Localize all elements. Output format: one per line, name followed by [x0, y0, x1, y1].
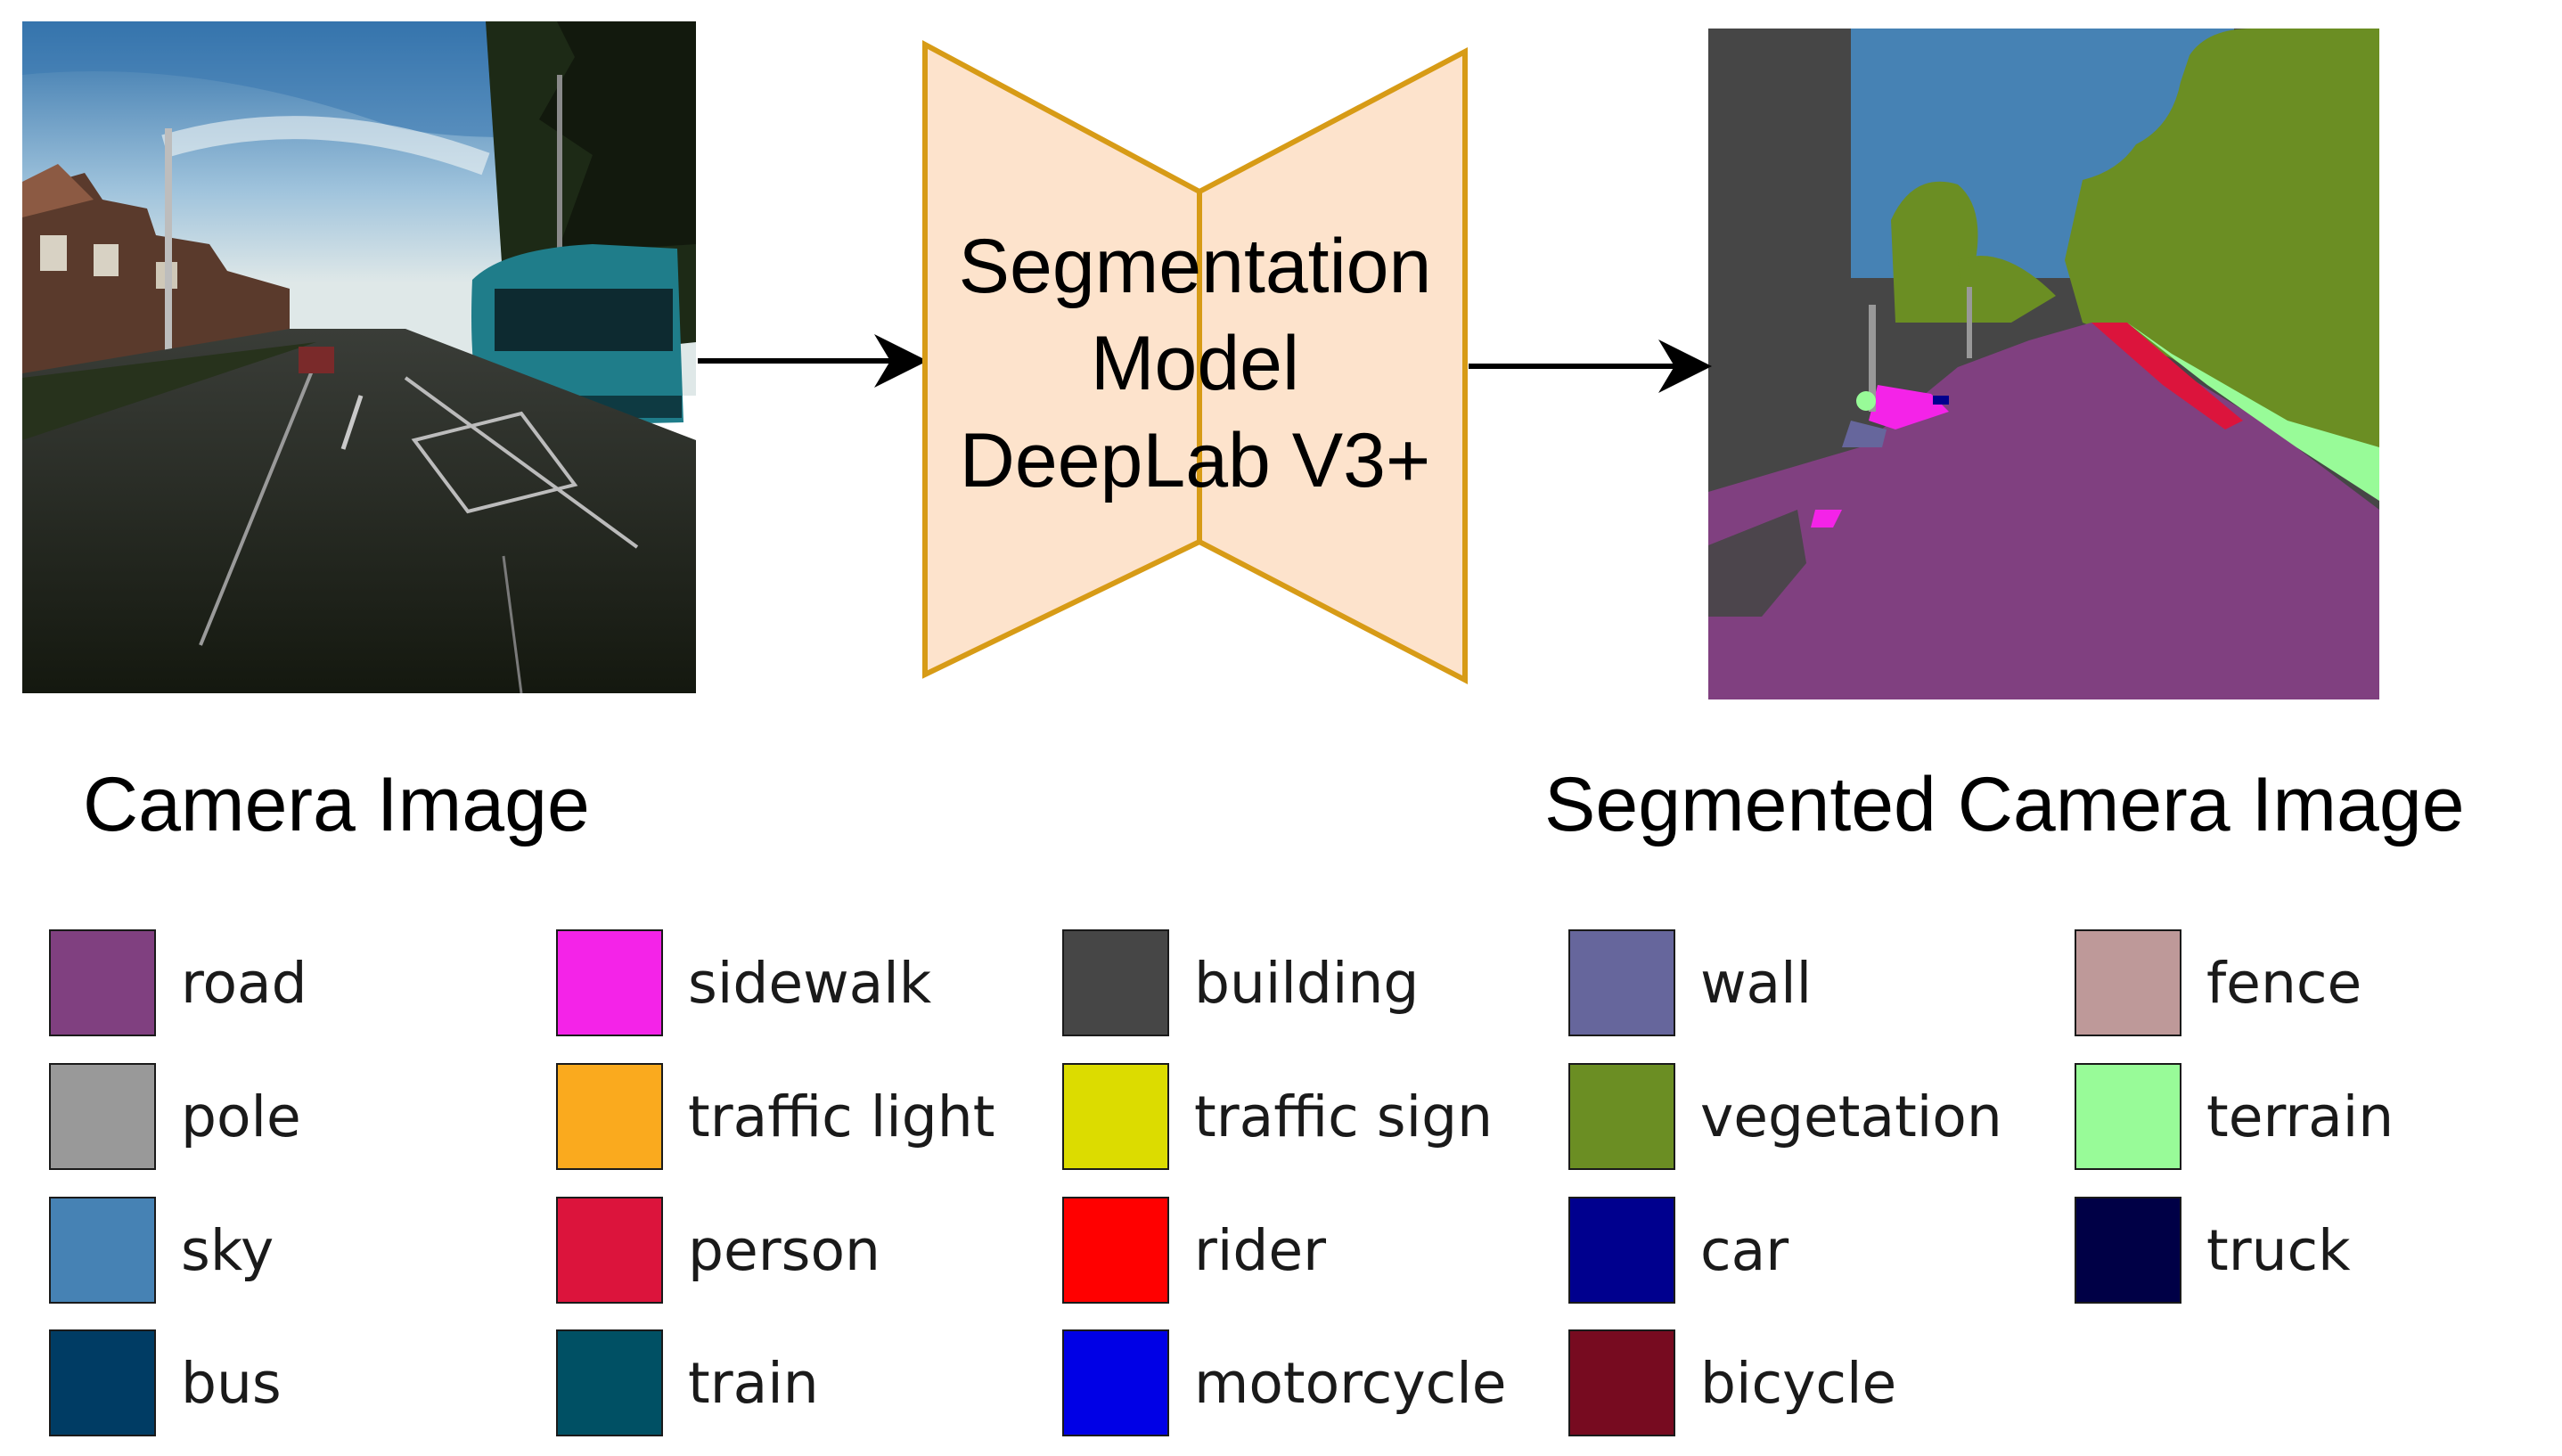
- segmented-scene: [1708, 29, 2379, 699]
- legend-item: bus: [49, 1329, 282, 1437]
- legend-label: bicycle: [1700, 1350, 1897, 1416]
- legend-swatch: [2075, 1063, 2181, 1170]
- legend-item: wall: [1568, 928, 1812, 1037]
- segmented-image: [1708, 29, 2379, 699]
- legend-item: sidewalk: [556, 928, 931, 1037]
- legend-swatch: [1062, 929, 1169, 1036]
- legend-label: pole: [181, 1084, 301, 1149]
- legend-label: train: [688, 1350, 819, 1416]
- segmented-image-caption: Segmented Camera Image: [1544, 762, 2465, 847]
- legend-swatch: [1568, 929, 1675, 1036]
- legend-swatch: [556, 929, 663, 1036]
- legend-swatch: [49, 1063, 156, 1170]
- legend-item: sky: [49, 1196, 274, 1305]
- legend-item: terrain: [2075, 1062, 2394, 1171]
- legend-item: person: [556, 1196, 880, 1305]
- legend-item: vegetation: [1568, 1062, 2002, 1171]
- legend-label: vegetation: [1700, 1084, 2002, 1149]
- legend-item: building: [1062, 928, 1419, 1037]
- flow-graphic: Segmentation Model DeepLab V3+: [698, 39, 1712, 684]
- legend-swatch: [49, 1197, 156, 1304]
- model-label-line-1: Segmentation: [959, 224, 1432, 309]
- legend-item: motorcycle: [1062, 1329, 1507, 1437]
- legend-swatch: [49, 929, 156, 1036]
- legend-label: sidewalk: [688, 950, 932, 1016]
- legend-swatch: [1062, 1329, 1169, 1436]
- decoder-shape: [1197, 47, 1468, 684]
- camera-scene: [22, 21, 696, 693]
- legend-label: wall: [1700, 950, 1813, 1016]
- legend-label: person: [688, 1217, 880, 1283]
- legend-label: car: [1700, 1217, 1789, 1283]
- legend-swatch: [2075, 929, 2181, 1036]
- legend-label: building: [1194, 950, 1420, 1016]
- camera-image-caption: Camera Image: [83, 762, 590, 847]
- legend-swatch: [1568, 1197, 1675, 1304]
- legend-label: traffic light: [688, 1084, 995, 1149]
- legend-swatch: [1062, 1063, 1169, 1170]
- legend-item: traffic sign: [1062, 1062, 1493, 1171]
- legend-label: truck: [2206, 1217, 2351, 1283]
- legend-label: road: [181, 950, 307, 1016]
- legend-swatch: [2075, 1197, 2181, 1304]
- legend-item: truck: [2075, 1196, 2351, 1305]
- legend-swatch: [49, 1329, 156, 1436]
- legend-label: fence: [2206, 950, 2362, 1016]
- model-label-line-2: Model: [1091, 321, 1299, 406]
- legend-swatch: [556, 1063, 663, 1170]
- legend-item: car: [1568, 1196, 1788, 1305]
- legend-swatch: [556, 1329, 663, 1436]
- legend-item: traffic light: [556, 1062, 995, 1171]
- legend-item: pole: [49, 1062, 301, 1171]
- legend-label: rider: [1194, 1217, 1327, 1283]
- model-label-line-3: DeepLab V3+: [960, 418, 1430, 503]
- legend-label: bus: [181, 1350, 282, 1416]
- legend-swatch: [1062, 1197, 1169, 1304]
- legend-swatch: [556, 1197, 663, 1304]
- legend-label: sky: [181, 1217, 274, 1283]
- legend-item: rider: [1062, 1196, 1326, 1305]
- legend-swatch: [1568, 1329, 1675, 1436]
- legend-label: traffic sign: [1194, 1084, 1494, 1149]
- legend-item: bicycle: [1568, 1329, 1896, 1437]
- legend-item: fence: [2075, 928, 2361, 1037]
- legend-label: motorcycle: [1194, 1350, 1507, 1416]
- camera-image: [22, 21, 696, 693]
- legend-label: terrain: [2206, 1084, 2394, 1149]
- legend-item: train: [556, 1329, 819, 1437]
- legend-swatch: [1568, 1063, 1675, 1170]
- legend-item: road: [49, 928, 307, 1037]
